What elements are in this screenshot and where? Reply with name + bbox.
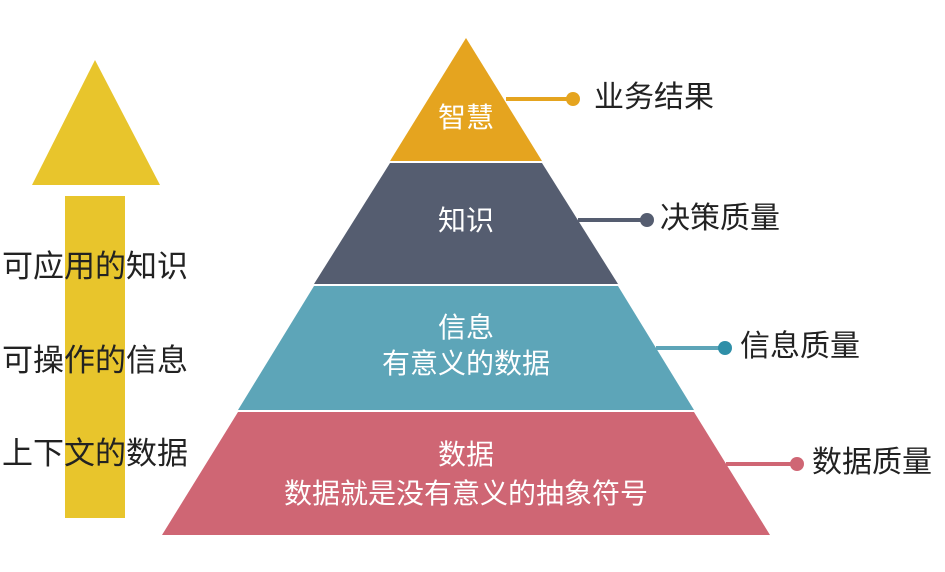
tier-wisdom <box>390 38 542 161</box>
tier-wisdom-title: 智慧 <box>437 101 494 134</box>
connector-dot-wisdom <box>566 92 580 106</box>
tier-knowledge-title: 知识 <box>437 204 494 237</box>
tier-information-title: 信息 <box>437 311 494 344</box>
tier-knowledge <box>314 163 618 284</box>
side-label-contextual-data: 上下文的数据 <box>2 436 188 472</box>
connector-dot-information <box>718 341 732 355</box>
tier-information <box>238 286 694 410</box>
callout-decision-quality: 决策质量 <box>660 201 780 236</box>
arrow-shaft <box>65 196 125 518</box>
arrow-head <box>32 60 160 185</box>
tier-information-subtitle: 有意义的数据 <box>381 347 550 380</box>
callout-business-outcome: 业务结果 <box>594 80 714 115</box>
tier-data-subtitle: 数据就是没有意义的抽象符号 <box>283 477 648 510</box>
side-label-applicable-knowledge: 可应用的知识 <box>2 249 188 285</box>
tier-data-title: 数据 <box>437 438 494 471</box>
tier-data <box>162 412 770 535</box>
side-label-actionable-information: 可操作的信息 <box>2 343 188 379</box>
callout-data-quality: 数据质量 <box>812 445 932 480</box>
connector-dot-knowledge <box>640 213 654 227</box>
connector-dot-data <box>790 457 804 471</box>
callout-information-quality: 信息质量 <box>740 329 860 364</box>
